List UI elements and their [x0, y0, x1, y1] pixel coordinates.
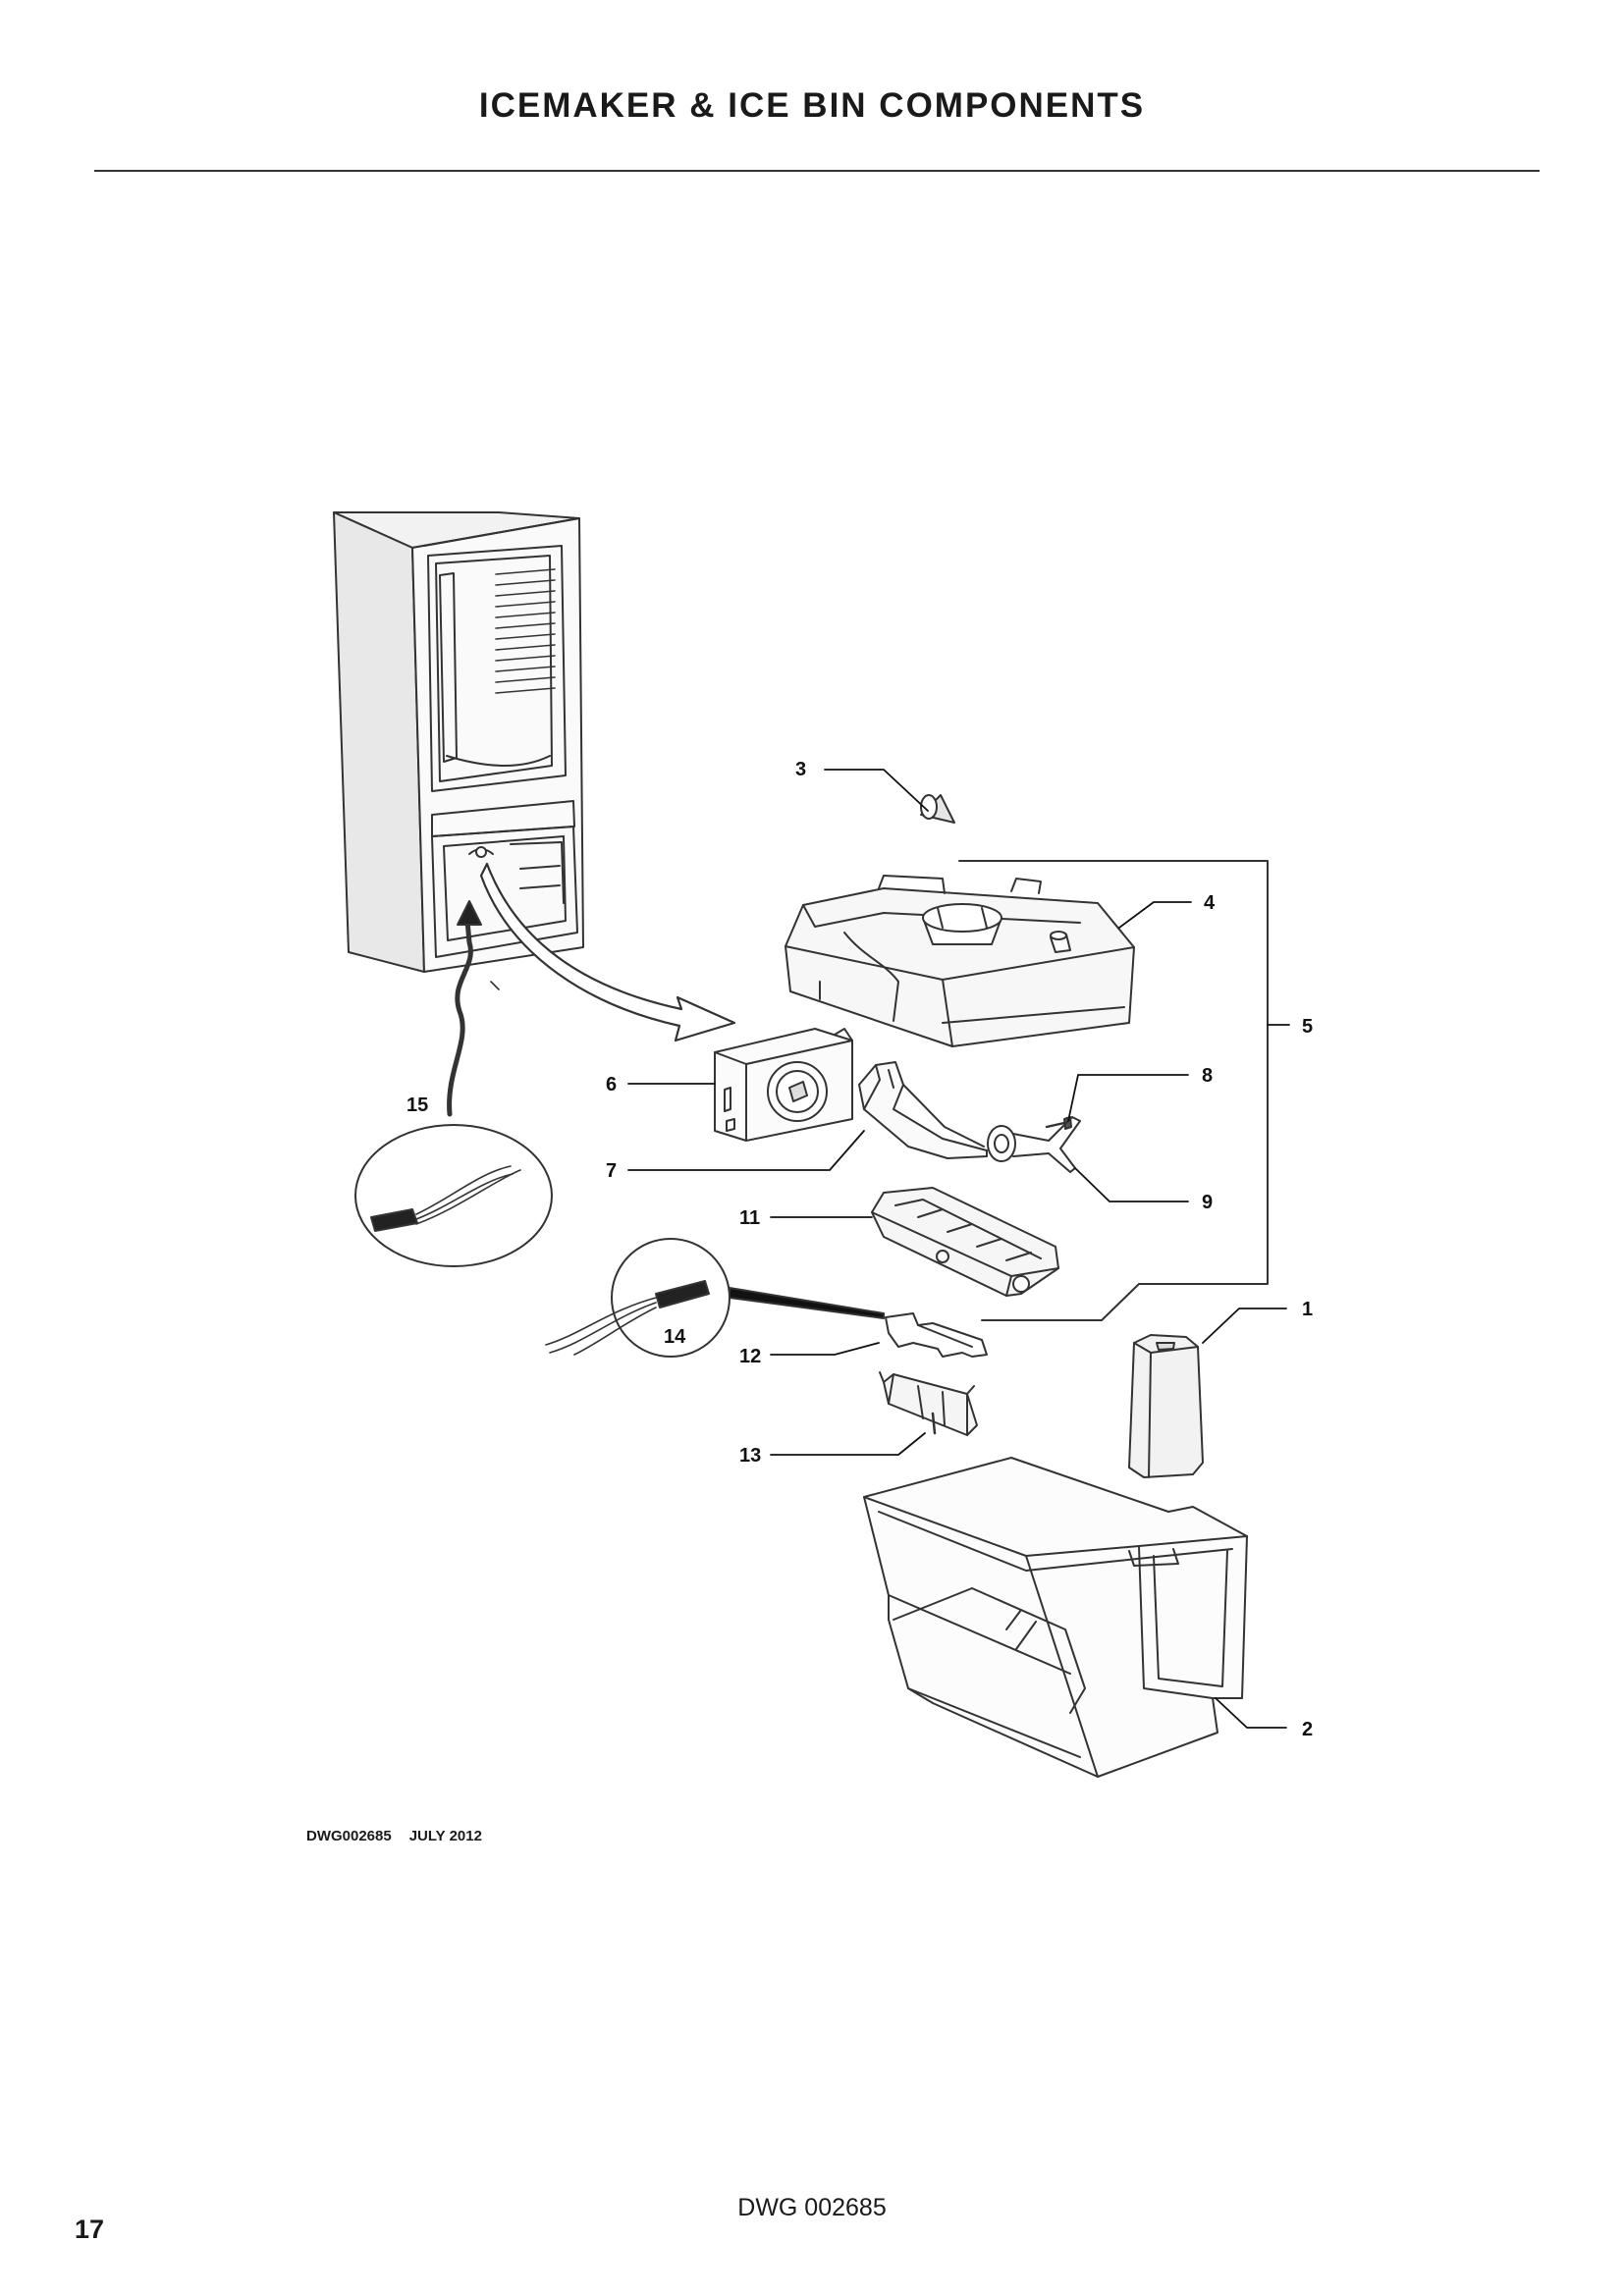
callout-labels: 3 4 5 6 8 15 7 9 11 1 14 12 13 2	[406, 759, 1313, 1740]
leader-lines	[627, 769, 1290, 1729]
location-arrow	[479, 862, 736, 1042]
footer-drawing-number: DWG 002685	[737, 2194, 887, 2221]
part-2-ice-bin	[863, 1457, 1248, 1778]
part-7-ejector-arm	[858, 1061, 988, 1159]
callout-9: 9	[1202, 1192, 1213, 1213]
part-11-ice-mold	[871, 1187, 1059, 1297]
part-9-shutoff-arm	[987, 1116, 1081, 1173]
drawing-reference: DWG002685 JULY 2012	[306, 1828, 482, 1844]
callout-2: 2	[1302, 1719, 1313, 1740]
part-4-icemaker-housing	[785, 875, 1135, 1047]
callout-12: 12	[739, 1346, 761, 1367]
callout-11: 11	[739, 1207, 760, 1229]
page-title: ICEMAKER & ICE BIN COMPONENTS	[478, 86, 1146, 125]
callout-8: 8	[1202, 1065, 1213, 1087]
callout-15: 15	[406, 1095, 428, 1116]
part-13-switch-bracket	[879, 1371, 978, 1436]
callout-3: 3	[795, 759, 806, 780]
callout-13: 13	[739, 1445, 761, 1467]
page-number: 17	[75, 2215, 105, 2244]
callout-5: 5	[1302, 1016, 1313, 1038]
part-5-assembly-bracket	[958, 860, 1269, 1321]
drawing-number: DWG002685	[306, 1828, 392, 1844]
part-3-cap	[920, 794, 955, 824]
drawing-date: JULY 2012	[408, 1828, 482, 1844]
part-14-detail	[545, 1238, 885, 1358]
callout-14: 14	[664, 1326, 686, 1348]
title-divider	[94, 170, 1540, 172]
wiring-route-arrow	[447, 900, 482, 1117]
callout-1: 1	[1302, 1299, 1313, 1320]
thermistor-detail-15	[354, 1124, 553, 1267]
part-6-motor-module	[714, 1028, 853, 1142]
callout-4: 4	[1204, 892, 1216, 914]
refrigerator-cabinet-illustration	[333, 511, 584, 990]
part-1-deflector	[1128, 1334, 1204, 1478]
callout-7: 7	[606, 1160, 617, 1182]
callout-6: 6	[606, 1074, 617, 1095]
part-12-retainer	[885, 1312, 988, 1358]
